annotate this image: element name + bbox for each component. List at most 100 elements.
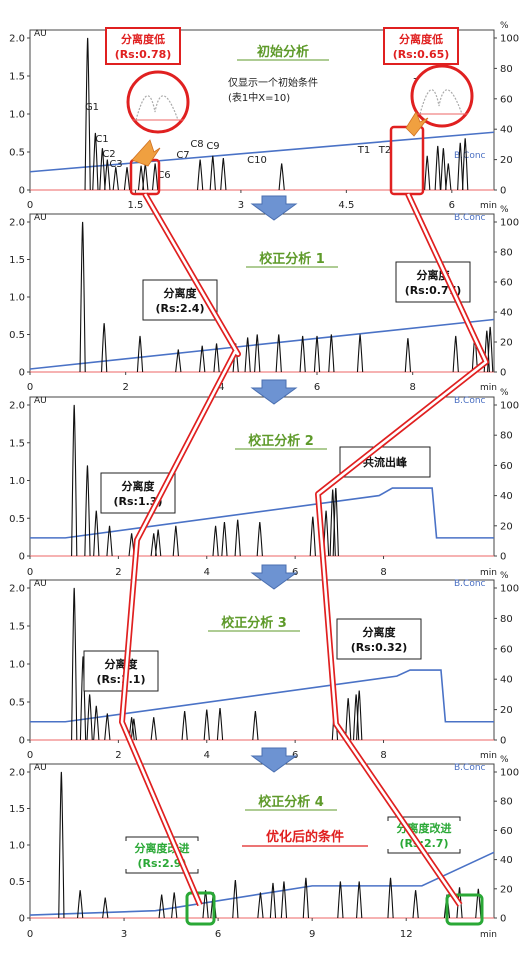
callout-line1: 分离度 [164,286,198,300]
x-tick-label: 4 [204,750,210,761]
y-tick-label: 2.0 [9,218,25,229]
callout-box [383,27,459,65]
chromatogram-peak [175,349,182,373]
x-unit-label: min [480,383,497,393]
zoom-peaks [419,89,463,115]
peak-label: T1 [357,145,370,156]
x-tick-label: 2 [115,750,121,761]
chromatogram-peak [58,771,65,919]
bconc-line [30,487,494,539]
chromatogram-peak [462,138,469,191]
y-tick-label: 1.5 [9,622,25,633]
y2-unit-label: % [500,755,509,765]
panel-title: 校正分析 1 [259,251,325,267]
chromatogram-peak [77,890,84,919]
highlight-box-green [445,893,484,926]
callout-line1: 分离度低 [399,32,443,46]
callout-line2: (Rs:1.3) [114,495,163,508]
y2-tick-label: 20 [500,705,513,716]
callout-box [336,618,422,660]
y-tick-label: 0 [19,552,25,563]
y2-tick-label: 100 [500,768,519,779]
x-tick-label: 9 [309,929,315,940]
callout-box [105,27,181,65]
callout-line2: (Rs:0.78) [115,48,172,61]
chromatogram-peak [232,879,239,919]
chromatogram-peak [234,519,241,557]
y2-tick-label: 80 [500,248,513,259]
x-tick-label: 8 [380,567,386,578]
panel-title: 校正分析 3 [221,615,287,631]
bconc-line [29,318,495,370]
chromatogram-peak [171,892,178,919]
chromatogram-peak [71,587,78,741]
bconc-line [29,131,495,173]
y2-tick-label: 60 [500,826,513,837]
callout-bracket-top [125,836,199,841]
chromatogram-peak [102,897,109,919]
chromatogram-peak [313,335,321,373]
y-tick-label: 2.0 [9,34,25,45]
y-tick-label: 1.0 [9,293,25,304]
y-tick-label: 2.0 [9,768,25,779]
x-unit-label: min [480,201,497,211]
peak-label: T2 [378,145,391,156]
down-arrow [250,564,298,590]
callout-line1: 分离度 [122,479,156,493]
x-tick-label: 1.5 [128,200,144,211]
x-tick-label: 12 [400,929,413,940]
y2-tick-label: 100 [500,218,519,229]
y-unit-label: AU [34,213,47,223]
y-tick-label: 0 [19,736,25,747]
chromatogram-peak [93,510,100,557]
chromatogram-peak [452,335,459,373]
x-tick-label: 0 [27,567,33,578]
chromatogram-peak [216,707,224,741]
y-tick-label: 0 [19,368,25,379]
x-tick-label: 0 [27,382,33,393]
y2-tick-label: 100 [500,34,519,45]
y-tick-label: 0 [19,914,25,925]
y2-unit-label: % [500,388,509,398]
callout-line2: (Rs:2.4) [156,302,205,315]
bconc-line [29,851,495,916]
chromatogram-peak [257,892,264,919]
chromatogram-peak [79,656,87,741]
chromatogram-peak [137,165,145,191]
y-tick-label: 0.5 [9,877,25,888]
y-tick-label: 1.5 [9,255,25,266]
peak-label: C9 [206,141,219,152]
chromatogram-peak [158,894,165,919]
chromatogram-peak [302,877,310,919]
bconc-label: B.Conc [454,396,486,406]
y-unit-label: AU [34,763,47,773]
callout-bracket-top [387,816,461,821]
chromatogram-peak [203,709,210,741]
chromatogram-peak [345,698,352,741]
chromatogram-peak [280,881,288,919]
y2-tick-label: 20 [500,884,513,895]
y-tick-label: 1.5 [9,72,25,83]
chromatogram-peak [254,334,261,373]
x-unit-label: min [480,568,497,578]
chromatogram-peak [99,148,106,191]
callout-line1: 共流出峰 [363,455,408,469]
y-tick-label: 0.5 [9,514,25,525]
chromatogram-peak [328,334,335,373]
chromatogram-peak [136,335,144,373]
chromatogram-peak [337,881,344,919]
y2-tick-label: 60 [500,278,513,289]
chromatogram-peak [212,525,219,557]
chromatogram-peak [457,142,464,191]
zoom-peaks [135,95,179,121]
peak-label: C7 [176,150,189,161]
y-tick-label: 1.5 [9,438,25,449]
chromatogram-peak [269,882,277,919]
x-tick-label: 6 [314,382,320,393]
chromatogram-peak [475,888,482,919]
y2-tick-label: 20 [500,155,513,166]
x-unit-label: min [480,930,497,940]
chromatogram-peak [84,465,91,557]
chromatogram-peak [150,533,157,557]
y2-tick-label: 40 [500,855,513,866]
